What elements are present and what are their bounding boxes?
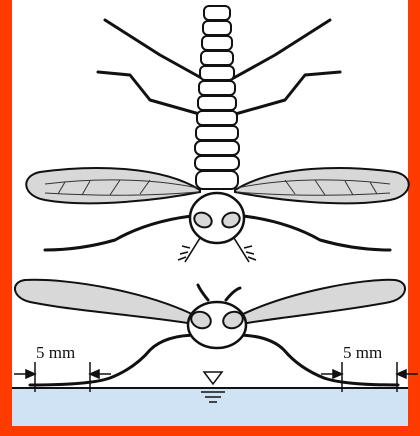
right-dimension-label: 5 mm [343, 343, 382, 362]
left-dimension-label: 5 mm [36, 343, 75, 362]
water-region [12, 388, 408, 426]
